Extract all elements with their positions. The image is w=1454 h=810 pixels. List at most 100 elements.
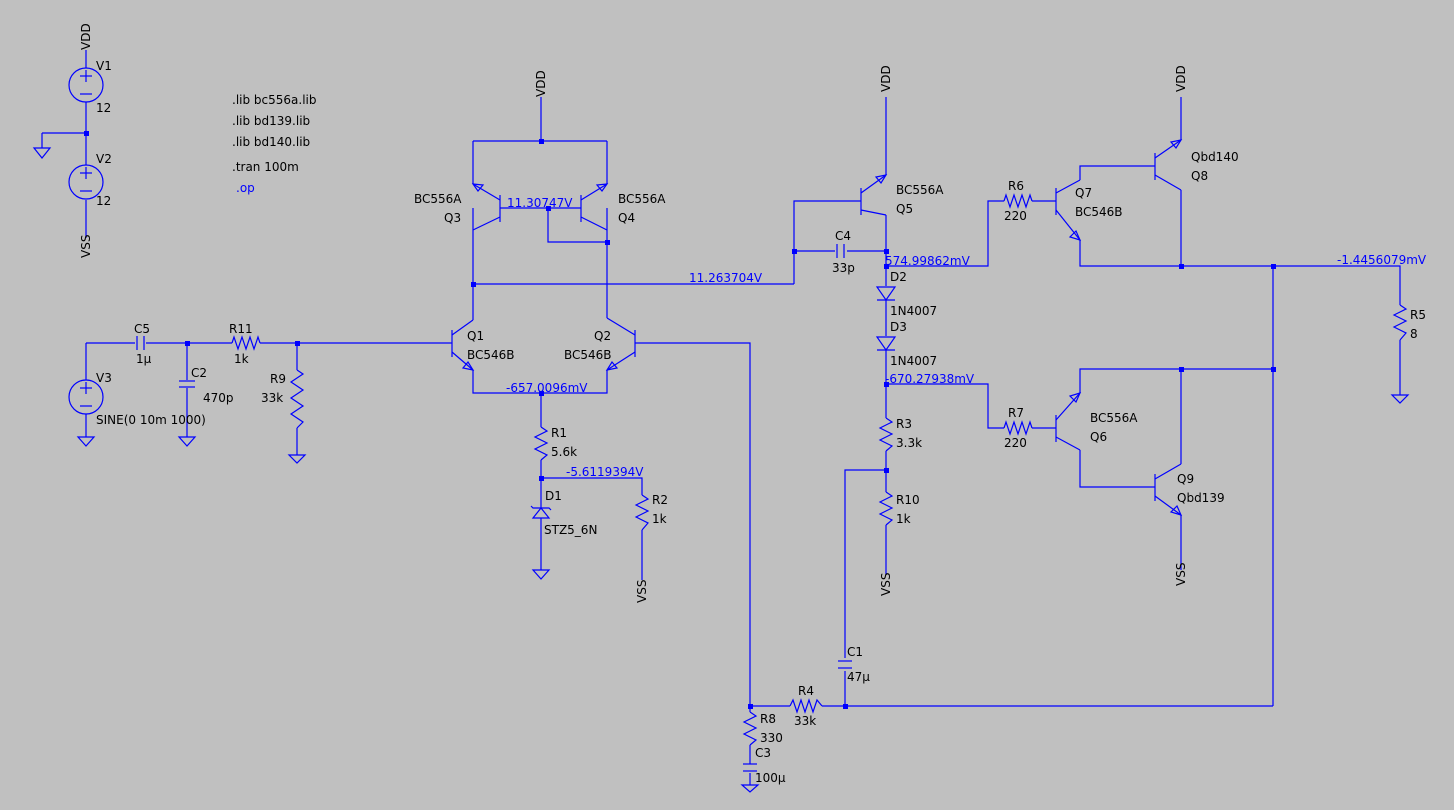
Q5 [860, 174, 888, 216]
R6 [1003, 193, 1033, 209]
R9 [289, 369, 305, 429]
r8-name: R8 [760, 712, 776, 726]
q6-model: BC556A [1090, 411, 1138, 425]
R5 [1392, 304, 1408, 341]
d3-model: 1N4007 [890, 354, 937, 368]
v2-name: V2 [96, 152, 112, 166]
directive-op: .op [236, 181, 255, 195]
q9-model: Qbd139 [1177, 491, 1225, 505]
op-tail-voltage: -657.0096mV [506, 381, 588, 395]
r5-value: 8 [1410, 327, 1418, 341]
r7-value: 220 [1004, 436, 1027, 450]
q8-name: Q8 [1191, 169, 1208, 183]
net-labels: VDD VSS VDD VDD VDD VSS VSS VSS [79, 23, 1188, 603]
r3-name: R3 [896, 417, 912, 431]
component-labels: V1 12 V2 12 V3 SINE(0 10m 1000) C5 1µ C2… [96, 59, 1426, 785]
q7-model: BC546B [1075, 205, 1123, 219]
q8-model: Qbd140 [1191, 150, 1239, 164]
op-zener-voltage: -5.6119394V [566, 465, 644, 479]
q2-model: BC546B [564, 348, 612, 362]
c3-name: C3 [755, 746, 771, 760]
r6-value: 220 [1004, 209, 1027, 223]
q2-name: Q2 [594, 329, 611, 343]
C1 [838, 660, 852, 669]
directive-lib-bc556a: .lib bc556a.lib [232, 93, 317, 107]
op-bias-bottom-voltage: -670.27938mV [885, 372, 975, 386]
c2-value: 470p [203, 391, 234, 405]
q4-model: BC556A [618, 192, 666, 206]
r1-name: R1 [551, 426, 567, 440]
op-output-voltage: -1.4456079mV [1337, 253, 1427, 267]
R7 [1003, 420, 1033, 436]
op-vas-input-voltage: 11.263704V [689, 271, 763, 285]
d1-name: D1 [545, 489, 562, 503]
C3 [743, 763, 757, 772]
q6-name: Q6 [1090, 430, 1107, 444]
net-vss-q9: VSS [1174, 563, 1188, 586]
r2-name: R2 [652, 493, 668, 507]
D3 [875, 336, 897, 352]
D2 [875, 286, 897, 302]
c1-value: 47µ [847, 670, 870, 684]
c4-value: 33p [832, 261, 855, 275]
net-vss-r2: VSS [635, 580, 649, 603]
R11 [231, 335, 261, 351]
r9-value: 33k [261, 391, 283, 405]
r11-name: R11 [229, 322, 253, 336]
directive-lib-bd140: .lib bd140.lib [232, 135, 310, 149]
ground-symbols [32, 147, 1410, 793]
op-bias-top-voltage: 574.99862mV [885, 254, 971, 268]
R10 [878, 491, 894, 526]
q3-model: BC556A [414, 192, 462, 206]
r7-name: R7 [1008, 406, 1024, 420]
d2-name: D2 [890, 270, 907, 284]
v2-value: 12 [96, 194, 111, 208]
C2 [179, 380, 195, 388]
net-vss-v2: VSS [79, 235, 93, 258]
c5-name: C5 [134, 322, 150, 336]
d3-name: D3 [890, 320, 907, 334]
net-vdd-q5: VDD [879, 65, 893, 92]
d1-model: STZ5_6N [544, 523, 597, 537]
component-symbols [32, 67, 1410, 793]
r11-value: 1k [234, 352, 249, 366]
D1 [530, 505, 552, 519]
Q1 [451, 319, 475, 371]
q5-name: Q5 [896, 202, 913, 216]
r3-value: 3.3k [896, 436, 922, 450]
c2-name: C2 [191, 366, 207, 380]
r2-value: 1k [652, 512, 667, 526]
r9-name: R9 [270, 372, 286, 386]
q5-model: BC556A [896, 183, 944, 197]
Q4 [580, 183, 609, 231]
Q6 [1055, 392, 1082, 451]
R3 [878, 417, 894, 452]
wires [41, 50, 1401, 785]
r6-name: R6 [1008, 179, 1024, 193]
r5-name: R5 [1410, 308, 1426, 322]
v3-value: SINE(0 10m 1000) [96, 413, 206, 427]
spice-directives: .lib bc556a.lib .lib bd139.lib .lib bd14… [232, 93, 317, 195]
operating-point-annotations: 11.30747V 11.263704V -657.0096mV -5.6119… [506, 196, 1427, 479]
q1-model: BC546B [467, 348, 515, 362]
net-vdd-v1: VDD [79, 23, 93, 50]
q7-name: Q7 [1075, 186, 1092, 200]
net-vss-r10: VSS [879, 573, 893, 596]
q3-name: Q3 [444, 211, 461, 225]
Q8 [1154, 139, 1183, 191]
net-vdd-mirror: VDD [534, 70, 548, 97]
C5 [136, 336, 145, 350]
c1-name: C1 [847, 645, 863, 659]
v1-name: V1 [96, 59, 112, 73]
q9-name: Q9 [1177, 472, 1194, 486]
R8 [742, 711, 758, 746]
V2 [68, 164, 104, 200]
r1-value: 5.6k [551, 445, 577, 459]
r10-value: 1k [896, 512, 911, 526]
R2 [634, 494, 650, 531]
C4 [836, 244, 845, 258]
r4-name: R4 [798, 684, 814, 698]
d2-model: 1N4007 [890, 304, 937, 318]
c3-value: 100µ [755, 771, 786, 785]
